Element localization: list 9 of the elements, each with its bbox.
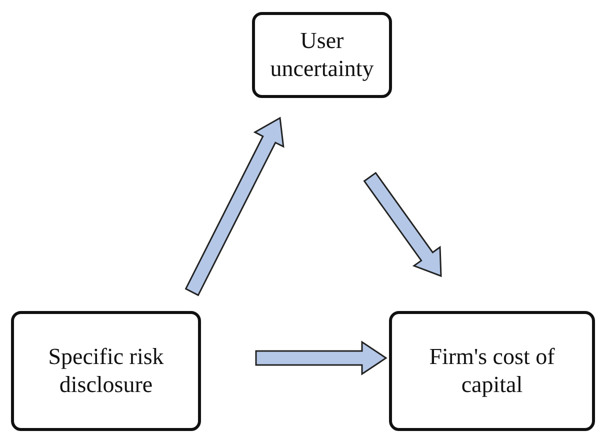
rounded-box [389,311,595,431]
block-arrow [363,172,442,278]
rounded-box [11,311,201,431]
box-label: User uncertainty [269,27,375,83]
block-arrow [255,340,388,376]
block-arrow [184,116,284,296]
box-label: Specific risk disclosure [47,343,165,399]
rounded-box [252,12,392,98]
box-label: Firm's cost of capital [428,343,556,399]
